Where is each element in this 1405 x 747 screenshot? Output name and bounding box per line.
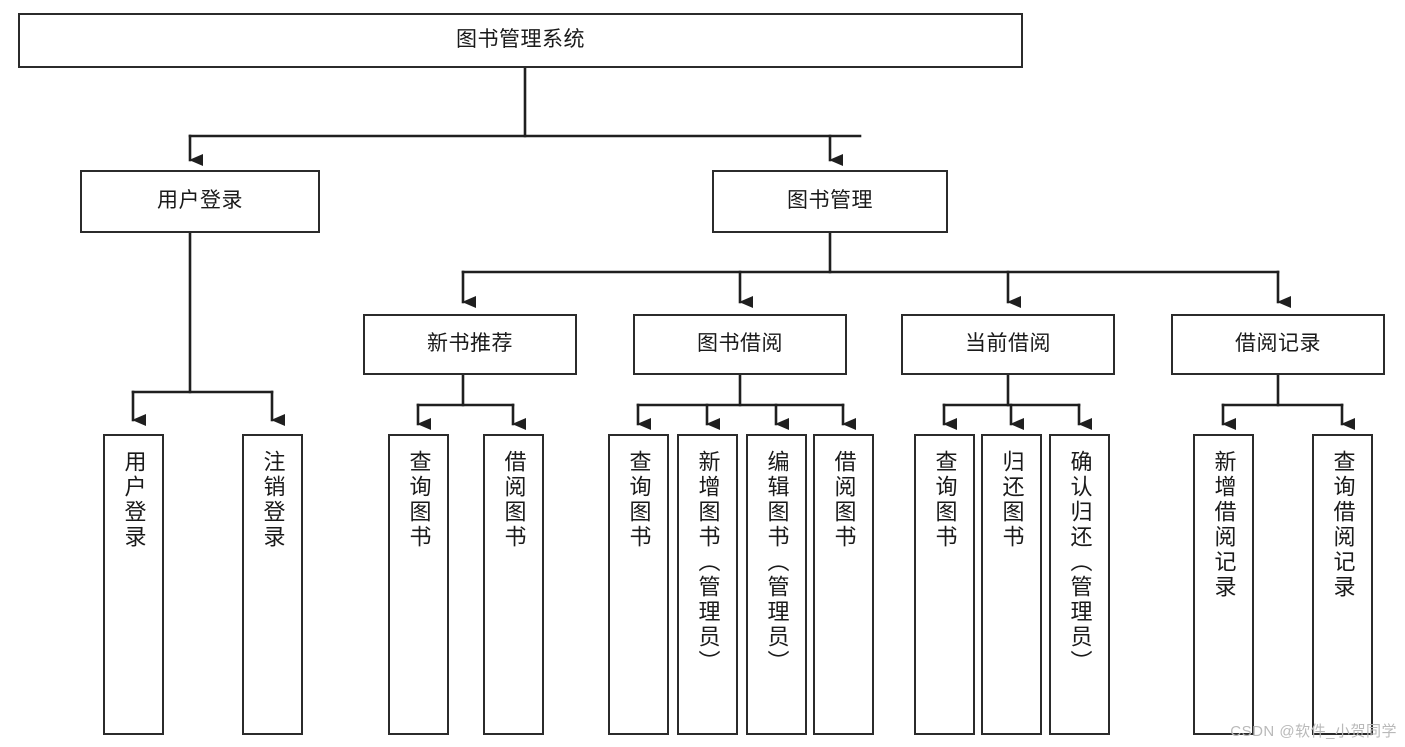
node-new-book-recommend[interactable]: 新书推荐	[363, 314, 577, 375]
leaf-borrow-record-query[interactable]: 查询借阅记录	[1312, 434, 1373, 735]
leaf-new-book-query[interactable]: 查询图书	[388, 434, 449, 735]
node-book-management-label: 图书管理	[787, 189, 873, 213]
leaf-book-borrow-lend-label: 借阅图书	[831, 450, 857, 550]
leaf-book-borrow-query[interactable]: 查询图书	[608, 434, 669, 735]
node-new-book-recommend-label: 新书推荐	[427, 332, 513, 356]
leaf-new-book-query-label: 查询图书	[406, 450, 432, 550]
node-book-borrow[interactable]: 图书借阅	[633, 314, 847, 375]
node-current-borrow[interactable]: 当前借阅	[901, 314, 1115, 375]
leaf-borrow-record-add-label: 新增借阅记录	[1211, 450, 1237, 600]
leaf-current-borrow-return-label: 归还图书	[999, 450, 1025, 550]
leaf-borrow-record-query-label: 查询借阅记录	[1330, 450, 1356, 600]
leaf-new-book-borrow[interactable]: 借阅图书	[483, 434, 544, 735]
leaf-book-borrow-edit-label: 编辑图书（管理员）	[764, 450, 790, 675]
leaf-book-borrow-lend[interactable]: 借阅图书	[813, 434, 874, 735]
node-root-label: 图书管理系统	[456, 28, 585, 52]
node-user-login-label: 用户登录	[157, 189, 243, 213]
leaf-current-borrow-confirm[interactable]: 确认归还（管理员）	[1049, 434, 1110, 735]
node-book-management[interactable]: 图书管理	[712, 170, 948, 233]
leaf-user-login-signout-label: 注销登录	[260, 450, 286, 550]
leaf-book-borrow-query-label: 查询图书	[626, 450, 652, 550]
node-book-borrow-label: 图书借阅	[697, 332, 783, 356]
leaf-current-borrow-query[interactable]: 查询图书	[914, 434, 975, 735]
leaf-book-borrow-add[interactable]: 新增图书（管理员）	[677, 434, 738, 735]
leaf-borrow-record-add[interactable]: 新增借阅记录	[1193, 434, 1254, 735]
node-user-login[interactable]: 用户登录	[80, 170, 320, 233]
leaf-current-borrow-query-label: 查询图书	[932, 450, 958, 550]
node-current-borrow-label: 当前借阅	[965, 332, 1051, 356]
leaf-user-login-signout[interactable]: 注销登录	[242, 434, 303, 735]
node-borrow-record-label: 借阅记录	[1235, 332, 1321, 356]
leaf-user-login-signin[interactable]: 用户登录	[103, 434, 164, 735]
leaf-new-book-borrow-label: 借阅图书	[501, 450, 527, 550]
leaf-book-borrow-add-label: 新增图书（管理员）	[695, 450, 721, 675]
leaf-current-borrow-confirm-label: 确认归还（管理员）	[1067, 450, 1093, 675]
leaf-book-borrow-edit[interactable]: 编辑图书（管理员）	[746, 434, 807, 735]
leaf-user-login-signin-label: 用户登录	[121, 450, 147, 550]
csdn-watermark: CSDN @软件_小贺同学	[1230, 723, 1397, 740]
node-borrow-record[interactable]: 借阅记录	[1171, 314, 1385, 375]
leaf-current-borrow-return[interactable]: 归还图书	[981, 434, 1042, 735]
node-root[interactable]: 图书管理系统	[18, 13, 1023, 68]
